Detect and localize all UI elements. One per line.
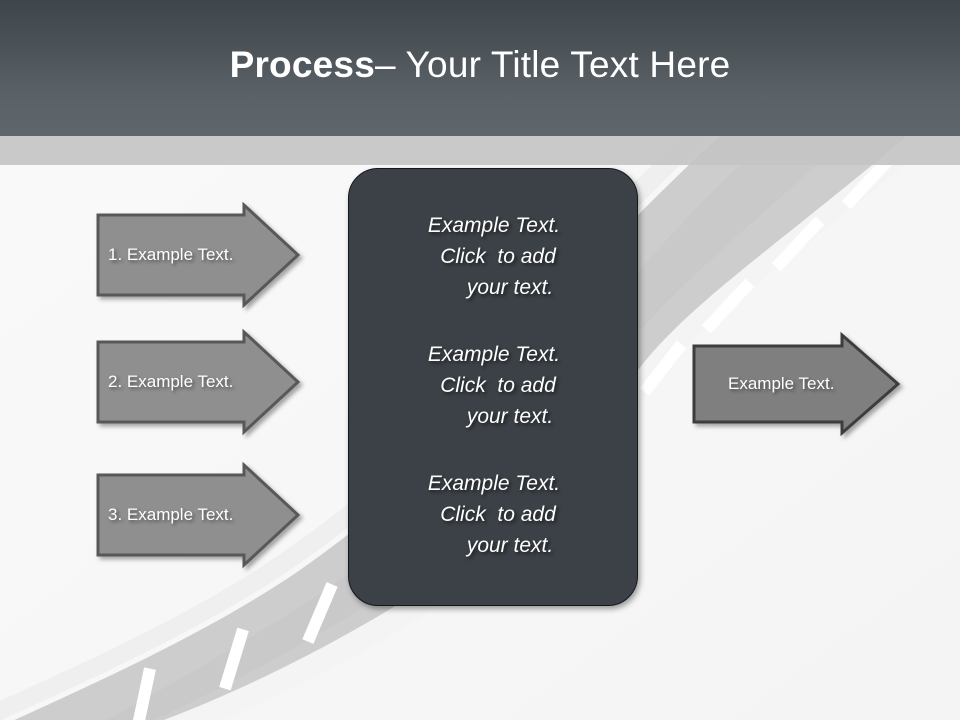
panel-block-1-line-3: your text. (466, 275, 554, 299)
header-accent-band (0, 136, 960, 165)
input-arrow-3[interactable]: 3. Example Text. (96, 461, 301, 569)
process-content-panel[interactable]: Example Text. Click to add your text. Ex… (348, 168, 638, 606)
panel-text-block-3[interactable]: Example Text. Click to add your text. (373, 468, 613, 561)
panel-block-1-line-2: Click to add (440, 244, 556, 268)
panel-block-1-line-1: Example Text. (427, 213, 561, 237)
input-arrow-2[interactable]: 2. Example Text. (96, 328, 301, 436)
page-title-rest: – Your Title Text Here (374, 44, 731, 85)
page-title: Process – Your Title Text Here (0, 0, 960, 136)
panel-text-block-2[interactable]: Example Text. Click to add your text. (373, 339, 613, 432)
panel-block-2-line-1: Example Text. (427, 342, 561, 366)
panel-block-3-line-1: Example Text. (427, 471, 561, 495)
page-title-bold: Process (229, 44, 375, 85)
panel-block-3-line-2: Click to add (440, 502, 556, 526)
slide-header: Process – Your Title Text Here (0, 0, 960, 136)
panel-text-block-1[interactable]: Example Text. Click to add your text. (373, 210, 613, 303)
output-arrow[interactable]: Example Text. (692, 331, 901, 437)
panel-block-2-line-2: Click to add (440, 373, 556, 397)
panel-block-3-line-3: your text. (466, 533, 554, 557)
panel-block-2-line-3: your text. (466, 404, 554, 428)
input-arrow-1[interactable]: 1. Example Text. (96, 201, 301, 309)
